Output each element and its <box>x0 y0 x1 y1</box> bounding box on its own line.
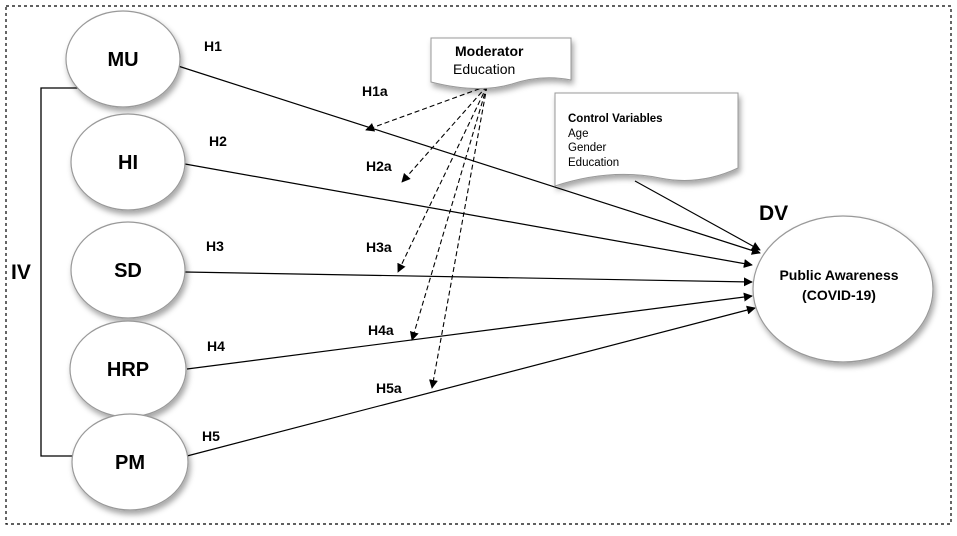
hypothesis-label-h2: H2 <box>209 133 227 149</box>
node-pm-label: PM <box>115 452 145 474</box>
node-hrp-label: HRP <box>107 359 149 381</box>
node-sd-circle <box>70 221 186 319</box>
outer-frame <box>5 5 952 525</box>
hypothesis-label-h3a: H3a <box>366 239 392 255</box>
hypothesis-label-h5: H5 <box>202 428 220 444</box>
path-mu-to-outcome <box>177 65 761 255</box>
hypothesis-label-h2a: H2a <box>366 158 392 174</box>
control-variable-education: Education <box>568 157 619 169</box>
moderation-path-h1a <box>365 85 488 132</box>
node-mu[interactable]: MU <box>65 10 181 108</box>
node-mu-label: MU <box>107 49 138 71</box>
node-pm[interactable]: PM <box>71 413 189 511</box>
node-pm-circle <box>71 413 189 511</box>
iv-label: IV <box>11 261 31 284</box>
node-mu-circle <box>65 10 181 108</box>
moderation-path-h3a <box>397 85 488 273</box>
node-hi-label: HI <box>118 152 138 174</box>
hypothesis-label-h4a: H4a <box>368 322 394 338</box>
path-pm-to-outcome <box>186 305 756 457</box>
moderator-variable: Education <box>453 61 515 77</box>
dv-label: DV <box>759 202 788 225</box>
control-variable-gender: Gender <box>568 142 607 154</box>
node-hrp[interactable]: HRP <box>69 320 187 418</box>
hypothesis-label-h1a: H1a <box>362 83 388 99</box>
outcome-node[interactable]: Public Awareness (COVID-19) <box>752 215 934 363</box>
moderator-title: Moderator <box>455 43 524 59</box>
control-variables-shape <box>554 92 739 187</box>
control-variables-title: Control Variables <box>568 113 663 125</box>
hypothesis-label-h4: H4 <box>207 338 225 354</box>
path-sd-to-outcome <box>184 271 753 287</box>
hypothesis-label-h5a: H5a <box>376 380 402 396</box>
path-hi-to-outcome <box>184 163 753 269</box>
outcome-label-line1: Public Awareness <box>779 267 898 283</box>
node-hi[interactable]: HI <box>70 113 186 211</box>
moderation-path-h5a <box>429 85 488 389</box>
moderation-path-h4a <box>409 85 488 341</box>
control-variable-age: Age <box>568 128 588 140</box>
node-hi-circle <box>70 113 186 211</box>
path-hrp-to-outcome <box>186 292 753 370</box>
outcome-circle <box>752 215 934 363</box>
path-controls-to-outcome <box>634 180 761 251</box>
control-variables-box[interactable]: Control Variables Age Gender Education <box>554 92 739 187</box>
moderation-path-h2a <box>401 85 488 183</box>
moderator-box[interactable]: Moderator Education <box>430 37 572 89</box>
moderator-shape <box>430 37 572 89</box>
node-sd-label: SD <box>114 260 142 282</box>
outcome-label-line2: (COVID-19) <box>802 287 876 303</box>
hypothesis-label-h1: H1 <box>204 38 222 54</box>
hypothesis-label-h3: H3 <box>206 238 224 254</box>
node-sd[interactable]: SD <box>70 221 186 319</box>
iv-bracket <box>40 87 78 457</box>
